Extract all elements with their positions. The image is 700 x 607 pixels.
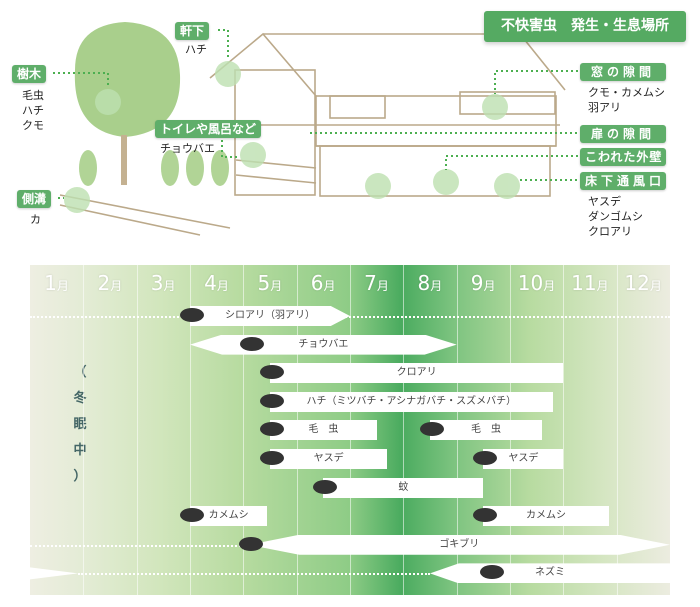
month-number: 6 — [310, 271, 324, 295]
month-suffix: 月 — [596, 279, 609, 293]
location-tag-door: 扉の隙間 — [580, 125, 666, 143]
month-divider — [190, 265, 191, 595]
location-tag-gutter: 側溝 — [17, 190, 52, 208]
month-label-3: 3月 — [137, 271, 190, 295]
period-bar: ハチ（ミツバチ・アシナガバチ・スズメバチ） — [270, 391, 553, 412]
month-suffix: 月 — [543, 279, 556, 293]
month-label-6: 6月 — [297, 271, 350, 295]
arrow-tail — [30, 567, 78, 580]
month-number: 8 — [417, 271, 431, 295]
period-bar: ゴキブリ — [248, 534, 670, 555]
month-suffix: 月 — [649, 279, 662, 293]
month-label-4: 4月 — [190, 271, 243, 295]
period-bar: ヤスデ — [270, 449, 388, 469]
month-divider — [83, 265, 85, 595]
hibernation-label: （ 冬 眠 中 ） — [73, 365, 87, 484]
month-number: 2 — [97, 271, 111, 295]
month-suffix: 月 — [56, 279, 69, 293]
insect-icon — [473, 451, 498, 465]
pests-bath: チョウバエ — [160, 142, 215, 155]
location-tag-wall: こわれた外壁 — [580, 148, 666, 166]
location-tag-window: 窓の隙間 — [580, 63, 666, 81]
period-bar: ネズミ — [430, 563, 670, 584]
period-bar: シロアリ（羽アリ） — [190, 306, 350, 326]
month-suffix: 月 — [216, 279, 229, 293]
month-divider — [563, 265, 565, 595]
month-label-2: 2月 — [83, 271, 136, 295]
month-label-10: 10月 — [510, 271, 563, 295]
insect-icon — [238, 536, 263, 551]
insect-icon — [473, 508, 498, 523]
month-suffix: 月 — [163, 279, 176, 293]
insect-icon — [260, 393, 284, 408]
period-bar: 毛 虫 — [270, 420, 377, 441]
pests-tree: 毛虫 ハチ クモ — [22, 89, 44, 132]
month-number: 9 — [470, 271, 484, 295]
dotted-line — [30, 544, 249, 547]
pests-window: クモ・カメムシ 羽アリ — [588, 86, 665, 114]
period-bar: ヤスデ — [483, 449, 564, 469]
month-label-1: 1月 — [30, 271, 83, 295]
insect-icon — [420, 422, 444, 437]
dotted-line — [30, 316, 670, 318]
location-tag-tree: 樹木 — [12, 65, 47, 83]
month-divider — [403, 265, 405, 595]
month-number: 12 — [624, 271, 650, 295]
insect-icon — [260, 365, 284, 380]
pests-gutter: カ — [30, 213, 41, 226]
period-bar: 蚊 — [323, 477, 484, 498]
month-suffix: 月 — [110, 279, 123, 293]
insect-icon — [240, 336, 264, 351]
month-suffix: 月 — [376, 279, 389, 293]
insect-icon — [260, 451, 284, 465]
location-tag-eaves: 軒下 — [175, 22, 210, 40]
month-label-11: 11月 — [563, 271, 616, 295]
house-illustration — [53, 22, 578, 236]
month-number: 11 — [571, 271, 597, 295]
month-suffix: 月 — [270, 279, 283, 293]
month-number: 4 — [204, 271, 217, 295]
dotted-line — [78, 573, 430, 576]
period-bar: カメムシ — [483, 506, 609, 527]
month-label-5: 5月 — [243, 271, 296, 295]
month-number: 7 — [364, 271, 377, 295]
month-number: 10 — [517, 271, 544, 295]
month-suffix: 月 — [483, 279, 496, 293]
month-label-9: 9月 — [457, 271, 510, 295]
insect-icon — [260, 422, 284, 437]
month-divider — [136, 265, 138, 595]
month-number: 5 — [257, 271, 271, 295]
period-bar: クロアリ — [270, 363, 564, 384]
month-label-12: 12月 — [617, 271, 670, 295]
pests-vent: ヤスデ ダンゴムシ クロアリ — [588, 195, 643, 238]
insect-icon — [480, 565, 504, 580]
month-number: 1 — [44, 271, 57, 295]
insect-icon — [180, 508, 204, 523]
location-tag-bath: トイレや風呂など — [155, 120, 262, 138]
period-bar: カメムシ — [190, 506, 268, 527]
period-bar: 毛 虫 — [430, 420, 542, 441]
month-divider — [616, 265, 618, 595]
month-label-7: 7月 — [350, 271, 403, 295]
location-tag-vent: 床下通風口 — [580, 172, 666, 190]
pests-eaves: ハチ — [185, 43, 207, 56]
month-number: 3 — [150, 271, 164, 295]
insect-icon — [313, 479, 338, 494]
page-title: 不快害虫 発生・生息場所 — [484, 11, 686, 42]
month-divider — [243, 265, 245, 595]
month-suffix: 月 — [323, 279, 336, 293]
month-suffix: 月 — [430, 279, 443, 293]
month-label-8: 8月 — [403, 271, 456, 295]
insect-icon — [180, 308, 204, 322]
period-bar: チョウバエ — [190, 334, 457, 355]
